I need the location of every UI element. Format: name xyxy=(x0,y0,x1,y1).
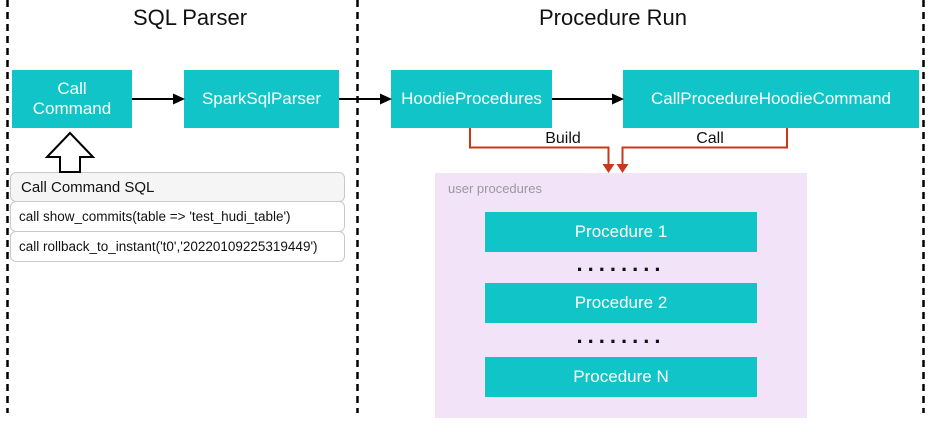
edge-label-build: Build xyxy=(521,130,605,148)
sql-row: call rollback_to_instant('t0','202201092… xyxy=(10,231,345,262)
ellipsis-row: ........ xyxy=(576,323,666,348)
procedure-box-1: Procedure 1 xyxy=(485,212,757,252)
section-title-procedure-run: Procedure Run xyxy=(539,5,687,30)
node-call-procedure-hoodie-command: CallProcedureHoodieCommand xyxy=(623,70,919,128)
node-spark-sql-parser: SparkSqlParser xyxy=(184,70,339,128)
hollow-up-arrow-icon xyxy=(44,131,96,173)
procedure-box-2: Procedure 2 xyxy=(485,283,757,323)
procedure-box-n: Procedure N xyxy=(485,357,757,397)
arrow-hoodieprocedures-to-command-icon xyxy=(552,93,624,105)
section-title-sql-parser: SQL Parser xyxy=(132,5,248,30)
sql-panel-header: Call Command SQL xyxy=(10,172,345,202)
node-hoodie-procedures: HoodieProcedures xyxy=(391,70,552,128)
ellipsis-row: ........ xyxy=(576,251,666,276)
arrow-callcommand-to-parser-icon xyxy=(132,93,185,105)
edge-label-call: Call xyxy=(668,130,752,148)
node-call-command: Call Command xyxy=(12,70,132,128)
arrow-parser-to-hoodieprocedures-icon xyxy=(339,93,392,105)
sql-panel: Call Command SQL call show_commits(table… xyxy=(10,172,345,262)
user-procedures-panel: user procedures Procedure 1 ........ Pro… xyxy=(435,173,807,418)
user-procedures-label: user procedures xyxy=(448,181,542,196)
sql-row: call show_commits(table => 'test_hudi_ta… xyxy=(10,201,345,232)
